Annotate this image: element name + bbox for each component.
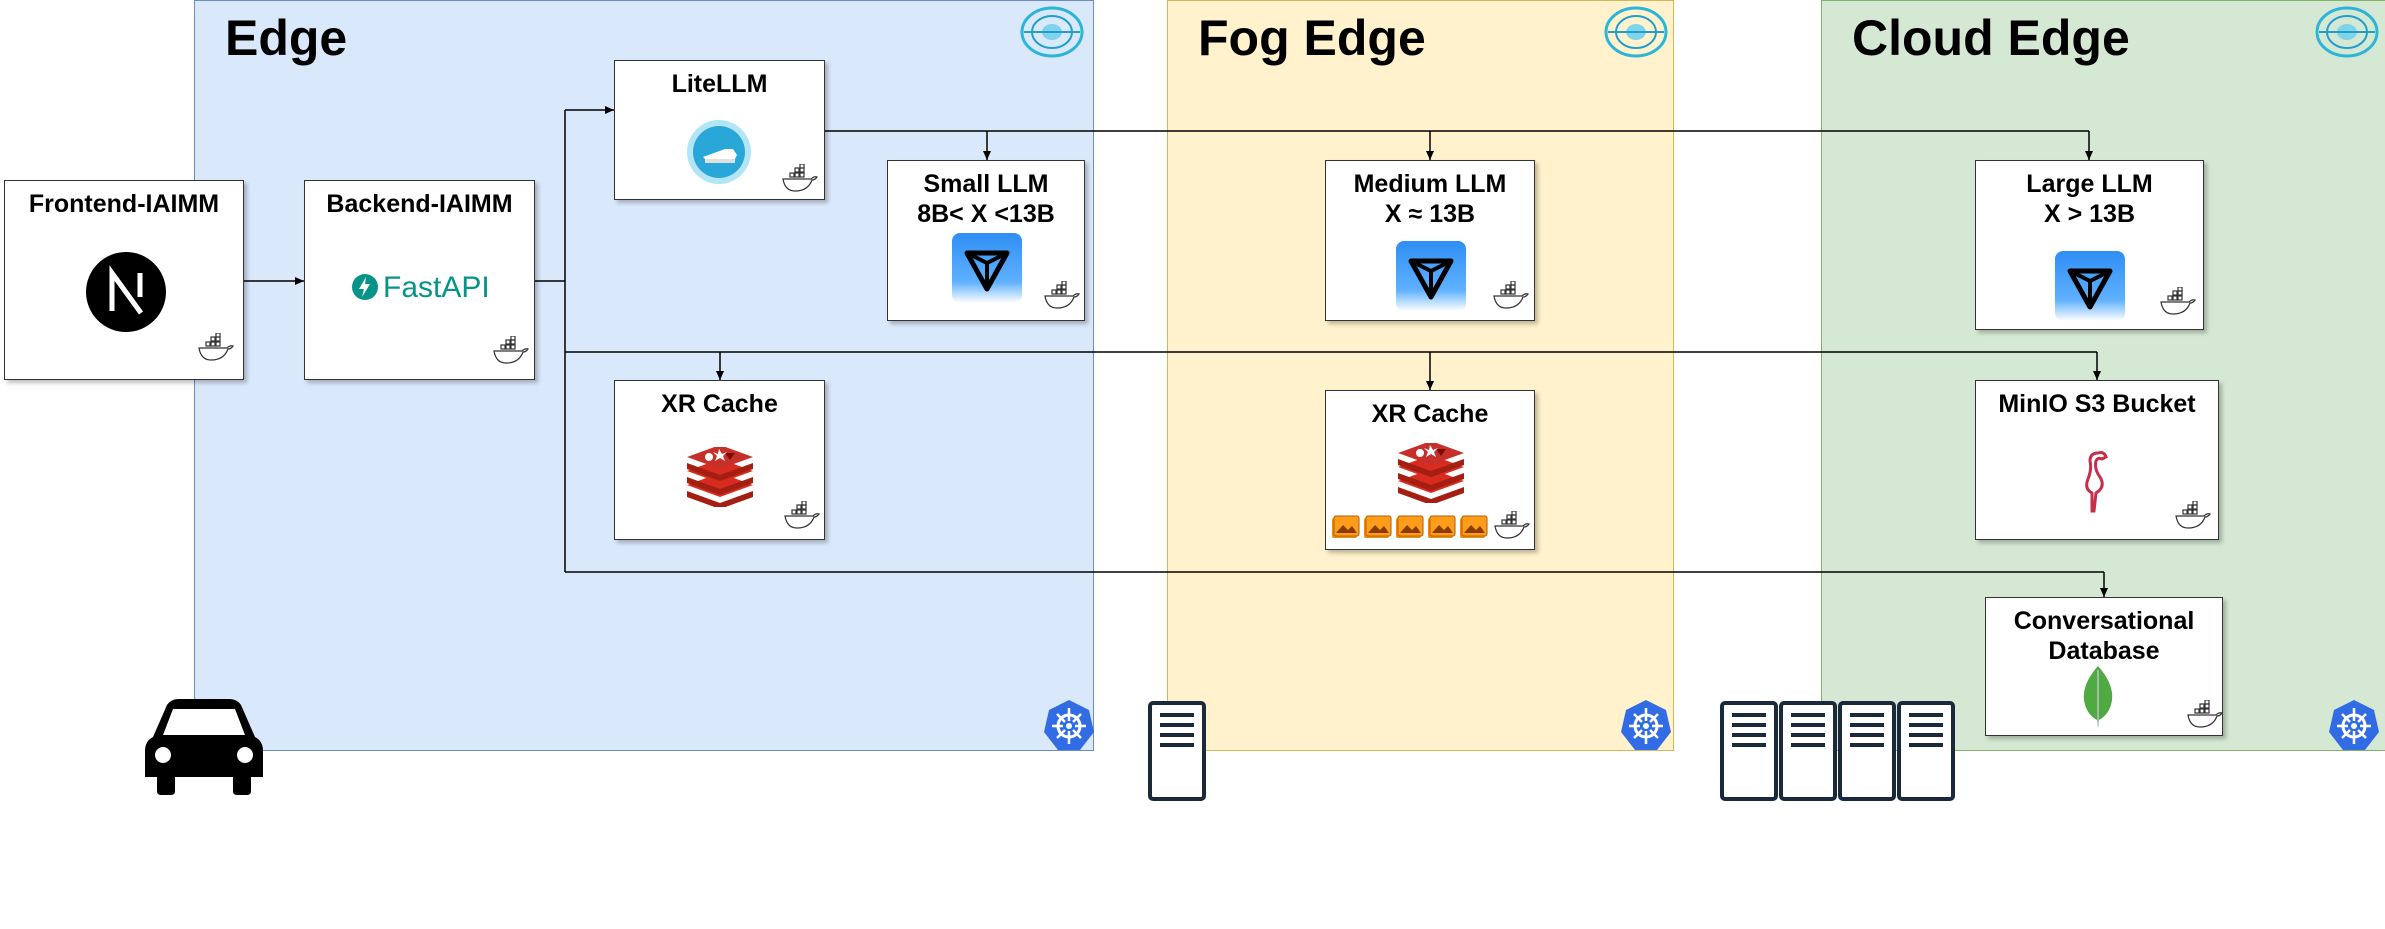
- minio-s3-bucket-node[interactable]: MinIO S3 Bucket: [1975, 380, 2219, 540]
- medium-llm-title-line2: X ≈ 13B: [1384, 200, 1476, 228]
- fog-edge-zone: Fog Edge: [1167, 0, 1674, 751]
- server-rack-icon: [1720, 701, 1955, 801]
- kubernetes-icon: [1621, 700, 1671, 750]
- backend-title: Backend-IAIMM: [326, 190, 513, 218]
- docker-icon: [2175, 501, 2211, 529]
- conv-db-title-line2: Database: [2048, 637, 2160, 665]
- server-icon: [1148, 701, 1206, 801]
- docker-icon: [198, 333, 234, 361]
- fog-edge-zone-title: Fog Edge: [1198, 10, 1426, 66]
- mongodb-leaf-icon: [2083, 666, 2113, 728]
- conv-db-title-line1: Conversational: [2013, 607, 2195, 635]
- large-llm-title-line1: Large LLM: [2026, 170, 2153, 198]
- medium-llm-title: Medium LLM X ≈ 13B: [1326, 169, 1534, 229]
- kubernetes-icon: [1044, 700, 1094, 750]
- medium-llm-title-line1: Medium LLM: [1353, 170, 1507, 198]
- kubernetes-icon: [2329, 700, 2379, 750]
- car-icon: [145, 699, 263, 795]
- large-llm-node[interactable]: Large LLM X > 13B: [1975, 160, 2204, 330]
- docker-icon: [1044, 281, 1080, 309]
- docker-icon: [493, 336, 529, 364]
- small-llm-title-line2: 8B< X <13B: [917, 200, 1055, 228]
- small-llm-node[interactable]: Small LLM 8B< X <13B: [887, 160, 1085, 321]
- cloud-edge-zone-title: Cloud Edge: [1852, 10, 2130, 66]
- backend-node[interactable]: Backend-IAIMM FastAPI: [304, 180, 535, 380]
- ollama-llm-icon: [952, 233, 1022, 303]
- docker-icon: [1494, 511, 1530, 539]
- docker-icon: [2187, 700, 2223, 728]
- minio-title: MinIO S3 Bucket: [1998, 390, 2196, 418]
- network-globe-icon: [1020, 6, 1084, 58]
- minio-flamingo-icon: [2085, 451, 2108, 513]
- nextjs-logo-icon: [86, 252, 166, 332]
- small-llm-title-line1: Small LLM: [923, 170, 1049, 198]
- image-asset-icons: [1332, 515, 1488, 538]
- docker-icon: [2160, 287, 2196, 315]
- xr-cache-edge-title: XR Cache: [661, 390, 778, 418]
- fastapi-wordmark: FastAPI: [383, 271, 490, 304]
- redis-logo-icon: [1398, 443, 1464, 503]
- frontend-title: Frontend-IAIMM: [28, 190, 220, 218]
- litellm-node[interactable]: LiteLLM: [614, 60, 825, 200]
- network-globe-icon: [2315, 6, 2379, 58]
- xr-cache-fog-title: XR Cache: [1371, 400, 1489, 428]
- small-llm-title: Small LLM 8B< X <13B: [888, 169, 1084, 229]
- fastapi-logo-icon: [352, 274, 378, 300]
- xr-cache-edge-node[interactable]: XR Cache: [614, 380, 825, 540]
- network-globe-icon: [1604, 6, 1668, 58]
- ollama-llm-icon: [1396, 241, 1466, 311]
- redis-logo-icon: [687, 447, 753, 507]
- conversational-database-title: Conversational Database: [1986, 606, 2222, 666]
- litellm-title: LiteLLM: [671, 70, 768, 98]
- litellm-logo-icon: [687, 120, 751, 184]
- docker-icon: [784, 501, 820, 529]
- medium-llm-node[interactable]: Medium LLM X ≈ 13B: [1325, 160, 1535, 321]
- xr-cache-fog-node[interactable]: XR Cache: [1325, 390, 1535, 550]
- docker-icon: [782, 164, 818, 192]
- large-llm-title-line2: X > 13B: [2043, 200, 2136, 228]
- conversational-database-node[interactable]: Conversational Database: [1985, 597, 2223, 736]
- ollama-llm-icon: [2055, 251, 2125, 321]
- docker-icon: [1493, 281, 1529, 309]
- frontend-node[interactable]: Frontend-IAIMM: [4, 180, 244, 380]
- large-llm-title: Large LLM X > 13B: [1976, 169, 2203, 229]
- edge-zone-title: Edge: [225, 10, 348, 66]
